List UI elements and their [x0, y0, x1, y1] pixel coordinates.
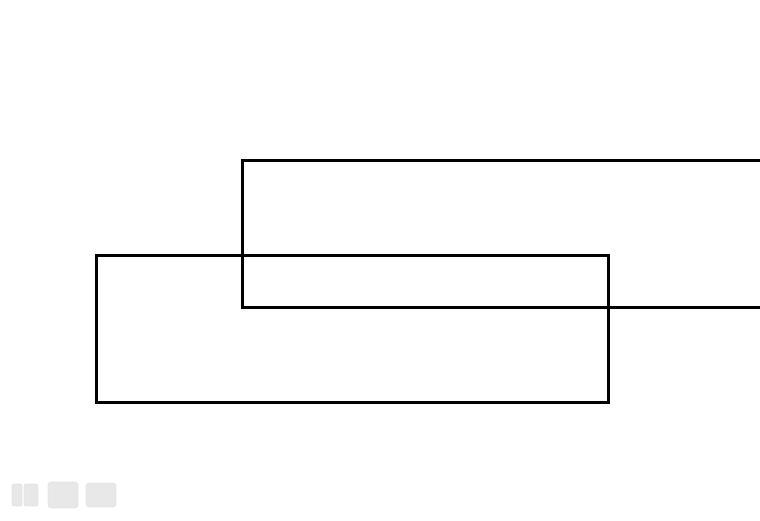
- watermark-logo: [11, 481, 117, 509]
- upper-rectangle: [241, 159, 760, 309]
- lower-rectangle: [95, 254, 610, 404]
